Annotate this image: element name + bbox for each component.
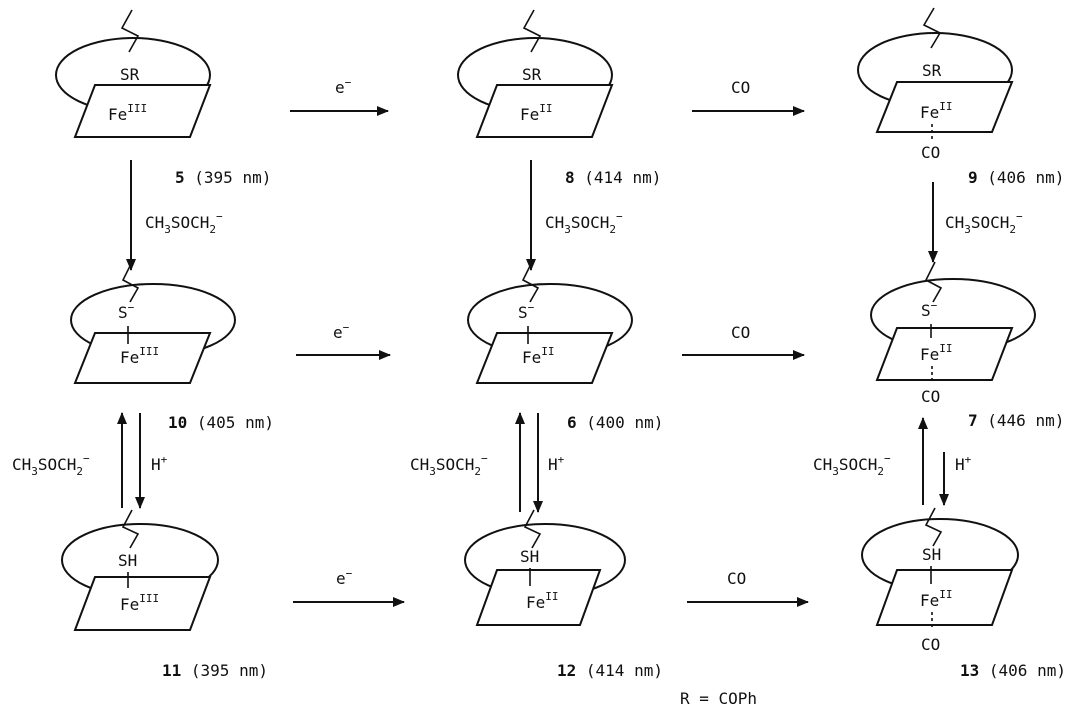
equilibrium-10-11: CH3SOCH2− H+	[12, 412, 168, 509]
compound-label-10: 10 (405 nm)	[168, 413, 274, 432]
equilibrium-7-13: CH3SOCH2− H+	[813, 417, 972, 506]
svg-text:H+: H+	[955, 453, 972, 474]
porphyrin-plane	[475, 569, 602, 626]
thiol-label: SR	[522, 65, 542, 84]
iron-label: FeII	[920, 588, 953, 610]
structure-5: SR FeIII	[55, 9, 212, 138]
iron-label: FeII	[522, 345, 555, 367]
porphyrin-plane	[475, 332, 614, 384]
iron-label: FeIII	[120, 345, 159, 367]
svg-text:CO: CO	[731, 323, 750, 342]
porphyrin-plane	[875, 81, 1014, 133]
arrow-12-to-13: CO	[687, 569, 809, 607]
porphyrin-plane	[875, 569, 1014, 626]
compound-label-6: 6 (400 nm)	[567, 413, 663, 432]
iron-label: FeII	[920, 100, 953, 122]
compound-label-5: 5 (395 nm)	[175, 168, 271, 187]
thiolate-label: S−	[518, 301, 535, 322]
arrow-6-to-7: CO	[682, 323, 805, 360]
iron-label: FeII	[520, 102, 553, 124]
svg-text:CH3SOCH2−: CH3SOCH2−	[410, 452, 488, 478]
compound-label-13: 13 (406 nm)	[960, 661, 1066, 680]
iron-label: FeII	[920, 342, 953, 364]
svg-text:CH3SOCH2−: CH3SOCH2−	[545, 210, 623, 236]
compound-label-8: 8 (414 nm)	[565, 168, 661, 187]
compound-label-12: 12 (414 nm)	[557, 661, 663, 680]
compound-label-11: 11 (395 nm)	[162, 661, 268, 680]
arrow-10-to-6: e−	[296, 321, 391, 360]
thiol-label: SH	[118, 551, 137, 570]
svg-text:H+: H+	[548, 453, 565, 474]
thiol-label: SH	[922, 545, 941, 564]
thiolate-label: S−	[921, 299, 938, 320]
svg-text:H+: H+	[151, 453, 168, 474]
svg-text:e−: e−	[335, 76, 352, 97]
iron-label: FeII	[526, 590, 559, 612]
porphyrin-plane	[73, 332, 212, 384]
arrow-5-to-8: e−	[290, 76, 389, 116]
arrow-9-to-7: CH3SOCH2−	[928, 182, 1023, 263]
porphyrin-plane	[73, 576, 212, 631]
structure-9: SR FeII CO	[857, 7, 1014, 162]
svg-text:CO: CO	[727, 569, 746, 588]
thiol-label: SR	[922, 61, 942, 80]
porphyrin-plane	[875, 327, 1014, 381]
iron-label: FeIII	[108, 102, 147, 124]
footnote: R = COPh	[680, 689, 757, 708]
svg-text:CH3SOCH2−: CH3SOCH2−	[945, 210, 1023, 236]
compound-label-7: 7 (446 nm)	[968, 411, 1064, 430]
structure-7: S− FeII CO	[870, 261, 1036, 406]
arrow-5-to-10: CH3SOCH2−	[126, 160, 223, 271]
structure-10: S− FeIII	[70, 261, 236, 384]
arrow-8-to-6: CH3SOCH2−	[526, 160, 623, 271]
svg-text:CH3SOCH2−: CH3SOCH2−	[813, 452, 891, 478]
carbonyl-label: CO	[921, 143, 940, 162]
carbonyl-label: CO	[921, 387, 940, 406]
equilibrium-6-12: CH3SOCH2− H+	[410, 412, 565, 513]
iron-label: FeIII	[120, 592, 159, 614]
arrow-8-to-9: CO	[692, 78, 805, 116]
thiol-label: SR	[120, 65, 140, 84]
svg-text:e−: e−	[336, 567, 353, 588]
arrow-11-to-12: e−	[293, 567, 405, 607]
svg-text:e−: e−	[333, 321, 350, 342]
structure-13: SH FeII CO	[861, 507, 1019, 654]
compound-label-9: 9 (406 nm)	[968, 168, 1064, 187]
structure-11: SH FeIII	[61, 509, 219, 631]
structure-12: SH FeII	[464, 509, 626, 626]
structure-8: SR FeII	[457, 9, 614, 138]
svg-text:CO: CO	[731, 78, 750, 97]
svg-text:CH3SOCH2−: CH3SOCH2−	[12, 452, 90, 478]
carbonyl-label: CO	[921, 635, 940, 654]
thiol-label: SH	[520, 547, 539, 566]
porphyrin-plane	[73, 84, 212, 138]
svg-text:CH3SOCH2−: CH3SOCH2−	[145, 210, 223, 236]
porphyrin-plane	[475, 84, 614, 138]
structure-6: S− FeII	[467, 261, 633, 384]
thiolate-label: S−	[118, 301, 135, 322]
